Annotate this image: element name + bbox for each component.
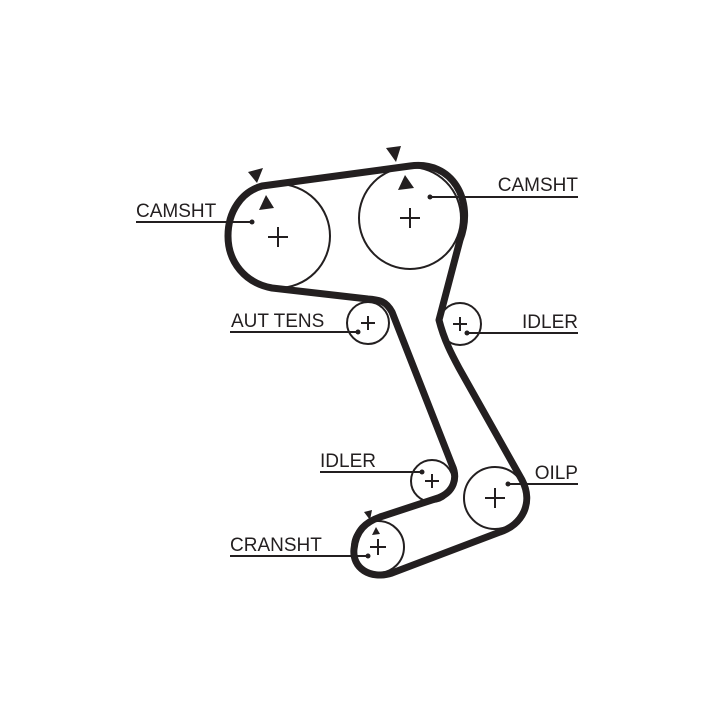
timing-mark-crank-outer-icon (364, 510, 372, 520)
idler-lower-label: IDLER (320, 451, 376, 472)
timing-mark-left-outer-icon (248, 168, 263, 183)
timing-mark-crank-inner-icon (372, 527, 380, 535)
camshaft-right-center-icon (400, 208, 420, 228)
timing-mark-left-inner-icon (259, 195, 274, 210)
auto-tensioner-center-icon (361, 316, 375, 330)
auto-tensioner-leader-dot (355, 329, 361, 335)
oil-pump-label: OILP (535, 463, 578, 484)
idler-lower-leader-dot (419, 469, 425, 475)
crankshaft-label: CRANSHT (230, 535, 322, 556)
timing-mark-right-inner-icon (398, 175, 414, 190)
timing-mark-right-outer-icon (386, 146, 401, 162)
idler-upper-center-icon (453, 317, 467, 331)
camshaft-left-leader-dot (249, 219, 255, 225)
timing-belt (224, 161, 531, 579)
camshaft-right-leader-dot (427, 194, 433, 200)
idler-upper-leader-dot (464, 330, 470, 336)
camshaft-right-label: CAMSHT (498, 175, 579, 196)
crankshaft-center-icon (370, 539, 386, 555)
auto-tensioner-label: AUT TENS (231, 311, 324, 332)
camshaft-left-label: CAMSHT (136, 201, 217, 222)
camshaft-left-center-icon (268, 227, 288, 247)
idler-lower-center-icon (425, 474, 439, 488)
crankshaft-leader-dot (365, 553, 371, 559)
idler-upper-label: IDLER (522, 312, 578, 333)
oil-pump-leader-dot (505, 481, 511, 487)
oil-pump-center-icon (485, 488, 505, 508)
